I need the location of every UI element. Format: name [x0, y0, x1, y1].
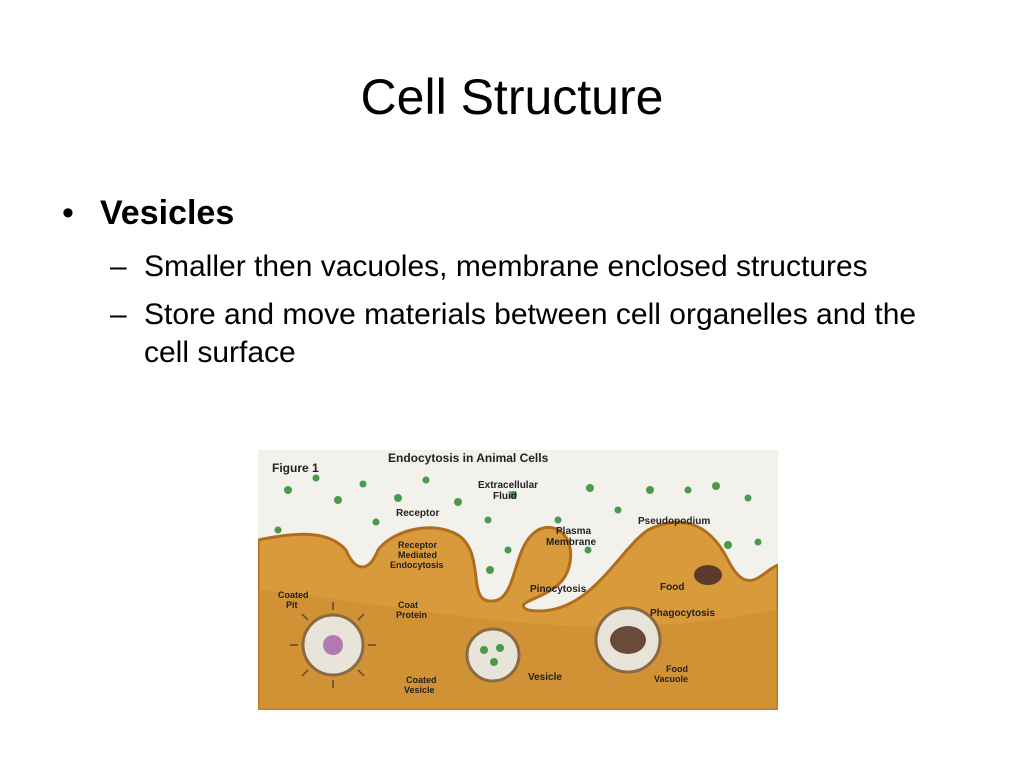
- label-phagocytosis: Phagocytosis: [650, 608, 715, 619]
- bullet-item: • Vesicles: [62, 188, 962, 238]
- label-coated-pit-2: Pit: [286, 600, 298, 610]
- label-rme-2: Mediated: [398, 550, 437, 560]
- label-fluid: Fluid: [493, 491, 517, 502]
- sub-bullet-item: – Smaller then vacuoles, membrane enclos…: [62, 248, 962, 286]
- bullet-list: • Vesicles – Smaller then vacuoles, memb…: [62, 188, 962, 372]
- bullet-text: Vesicles: [100, 194, 235, 232]
- dash-marker: –: [110, 250, 127, 283]
- sub-bullet-text: Smaller then vacuoles, membrane enclosed…: [144, 250, 868, 283]
- label-receptor: Receptor: [396, 508, 439, 519]
- label-coat-protein-2: Protein: [396, 610, 427, 620]
- sub-bullet-text: Store and move materials between cell or…: [144, 298, 917, 369]
- vesicle: [465, 627, 521, 683]
- label-food-vacuole-1: Food: [666, 664, 688, 674]
- label-pseudopodium: Pseudopodium: [638, 516, 710, 527]
- label-extracellular: Extracellular: [478, 480, 538, 491]
- slide-title: Cell Structure: [360, 69, 664, 125]
- figure-heading: Endocytosis in Animal Cells: [388, 451, 549, 465]
- coated-vesicle: [290, 602, 376, 688]
- label-food-vacuole-2: Vacuole: [654, 674, 688, 684]
- label-vesicle: Vesicle: [528, 672, 562, 683]
- dash-marker: –: [110, 298, 127, 331]
- label-membrane: Membrane: [546, 537, 596, 548]
- food-particle: [694, 565, 722, 585]
- label-coat-protein-1: Coat: [398, 600, 418, 610]
- label-rme-3: Endocytosis: [390, 560, 444, 570]
- label-coated-pit-1: Coated: [278, 590, 309, 600]
- sub-bullet-item: – Store and move materials between cell …: [62, 296, 962, 372]
- label-food: Food: [660, 582, 684, 593]
- label-coated-vesicle-2: Vesicle: [404, 685, 435, 695]
- label-plasma: Plasma: [556, 526, 591, 537]
- label-coated-vesicle-1: Coated: [406, 675, 437, 685]
- bullet-marker: •: [62, 194, 74, 232]
- food-vacuole: [594, 606, 662, 674]
- label-pinocytosis: Pinocytosis: [530, 584, 587, 595]
- endocytosis-figure: Figure 1 Endocytosis in Animal Cells Ext…: [258, 450, 778, 710]
- figure-label: Figure 1: [272, 461, 319, 475]
- label-rme-1: Receptor: [398, 540, 438, 550]
